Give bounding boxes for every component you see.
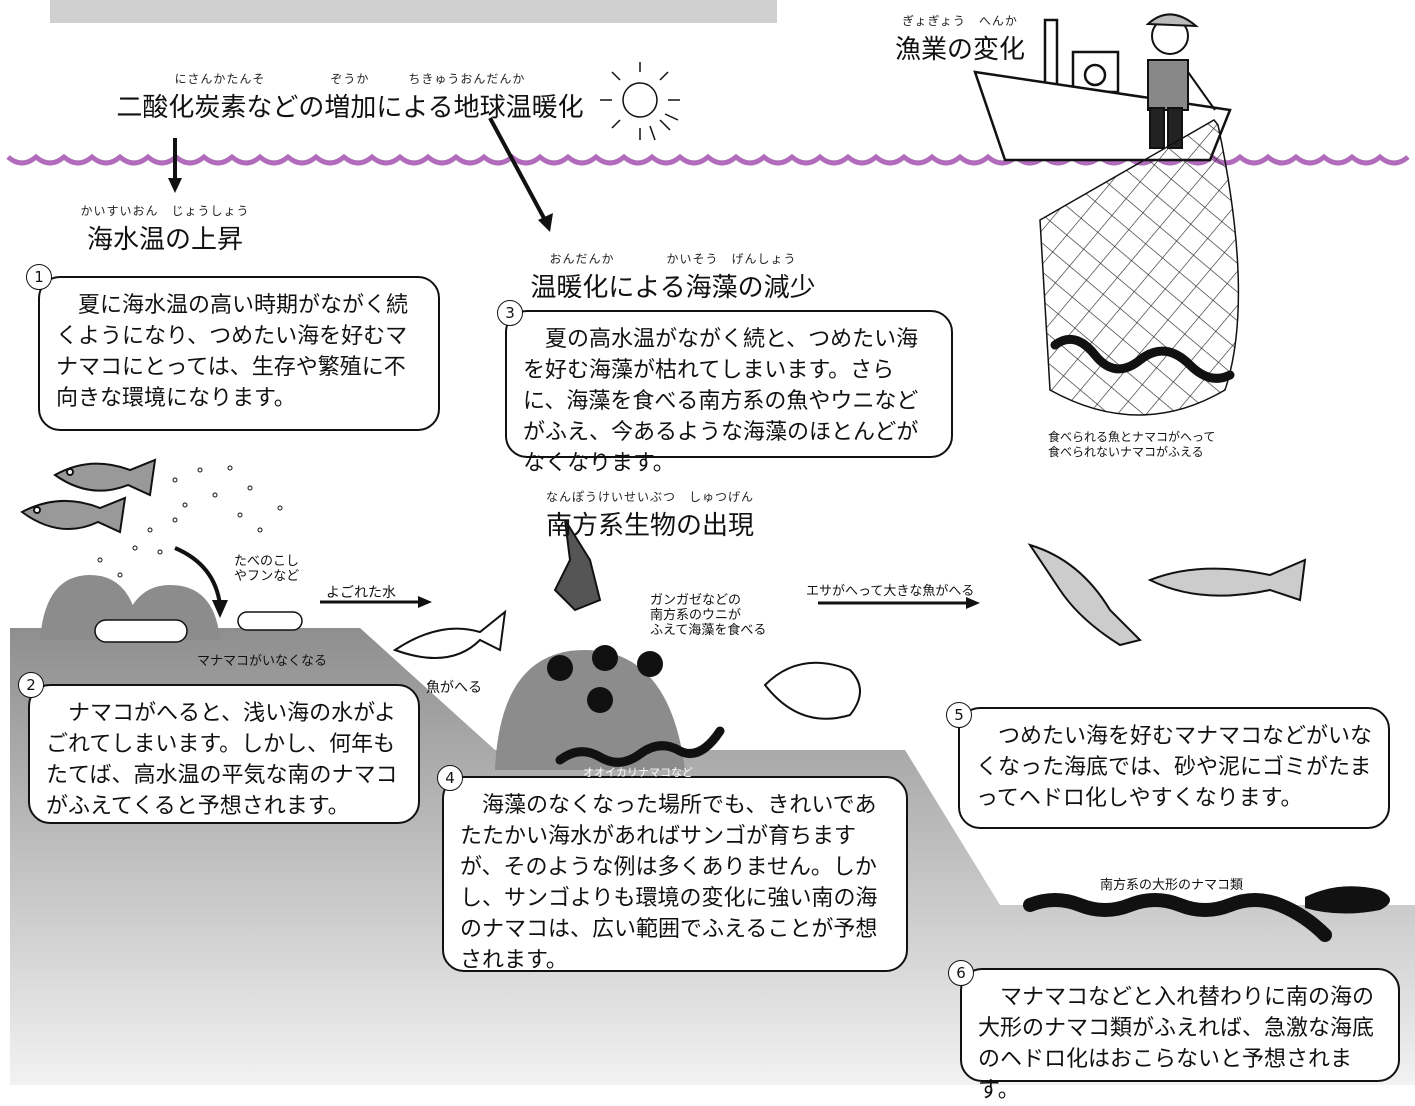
label-oikari: オオイカリナマコなど bbox=[583, 766, 693, 779]
manamako bbox=[94, 611, 303, 643]
arrow-leftovers bbox=[174, 546, 222, 606]
seaweed-title: 温暖化による海藻の減少 bbox=[530, 273, 816, 303]
label-leftovers: たべのこし やフンなど bbox=[234, 554, 300, 584]
moorish-idol bbox=[553, 519, 602, 612]
info-box-5: つめたい海を好むマナマコなどがいなくなった海底では、砂や泥にゴミがたまってヘドロ… bbox=[958, 707, 1390, 829]
main-heading: にさんかたんそ ぞうか ちきゅうおんだんか 二酸化炭素などの増加による地球温暖化 bbox=[115, 70, 585, 124]
particles bbox=[97, 465, 283, 578]
info-box-6: マナマコなどと入れ替わりに南の海の大形のナマコ類がふえれば、急激な海底のヘドロ化… bbox=[960, 968, 1400, 1103]
water-temp-ruby: かいすいおん じょうしょう bbox=[80, 204, 250, 218]
water-temp-title: 海水温の上昇 bbox=[86, 225, 243, 255]
fishery-heading-ruby: ぎょぎょう へんか bbox=[902, 14, 1018, 28]
fishing-boat bbox=[973, 18, 1232, 162]
label-fish-decrease: 魚がへる bbox=[426, 680, 482, 696]
rock-center bbox=[495, 650, 685, 770]
step-number-4: 4 bbox=[437, 765, 463, 791]
southern-heading: なんぽうけいせいぶつ しゅつげん 南方系生物の出現 bbox=[530, 488, 770, 542]
info-box-5-text: つめたい海を好むマナマコなどがいなくなった海底では、砂や泥にゴミがたまってヘドロ… bbox=[976, 724, 1373, 811]
large-namako-long bbox=[1023, 893, 1332, 942]
label-urchin: ガンガゼなどの 南方系のウニが ふえて海藻を食べる bbox=[650, 593, 767, 638]
namako-in-net bbox=[1050, 334, 1235, 383]
label-dirty-water: よごれた水 bbox=[326, 585, 396, 601]
info-box-2-text: ナマコがへると、浅い海の水がよごれてしまいます。しかし、何年もたてば、高水温の平… bbox=[46, 701, 398, 819]
label-net-caption: 食べられる魚とナマコがへって 食べられないナマコがふえる bbox=[1048, 430, 1216, 459]
seaweed-heading: おんだんか かいそう げんしょう 温暖化による海藻の減少 bbox=[528, 250, 818, 304]
fish-left bbox=[20, 458, 157, 534]
info-box-1-text: 夏に海水温の高い時期がながく続くようになり、つめたい海を好むマナマコにとっては、… bbox=[56, 293, 409, 411]
info-box-4: 海藻のなくなった場所でも、きれいであたたかい海水があればサンゴが育ちますが、その… bbox=[442, 776, 908, 973]
info-box-1: 夏に海水温の高い時期がながく続くようになり、つめたい海を好むマナマコにとっては、… bbox=[38, 276, 440, 431]
sea-urchins bbox=[547, 645, 663, 713]
info-box-6-text: マナマコなどと入れ替わりに南の海の大形のナマコ類がふえれば、急激な海底のヘドロ化… bbox=[978, 985, 1375, 1103]
label-large-namako: 南方系の大形のナマコ類 bbox=[1100, 878, 1244, 893]
fish-decrease bbox=[392, 609, 507, 659]
step-number-2: 2 bbox=[18, 672, 44, 698]
info-box-4-text: 海藻のなくなった場所でも、きれいであたたかい海水があればサンゴが育ちますが、その… bbox=[460, 793, 878, 973]
step-number-3: 3 bbox=[497, 300, 523, 326]
info-box-3-text: 夏の高水温がながく続と、つめたい海を好む海藻が枯れてしまいます。さらに、海藻を食… bbox=[523, 327, 919, 476]
info-box-3: 夏の高水温がながく続と、つめたい海を好む海藻が枯れてしまいます。さらに、海藻を食… bbox=[505, 310, 953, 476]
butterflyfish bbox=[763, 661, 861, 720]
step-number-5: 5 bbox=[946, 702, 972, 728]
large-namako-short bbox=[1305, 886, 1390, 914]
southern-ruby: なんぽうけいせいぶつ しゅつげん bbox=[545, 490, 754, 504]
big-fish-2 bbox=[1147, 558, 1307, 602]
fisherman bbox=[1145, 13, 1216, 149]
arrow-to-seaweed bbox=[488, 117, 547, 221]
fishery-heading-title: 漁業の変化 bbox=[894, 35, 1025, 65]
main-heading-title: 二酸化炭素などの増加による地球温暖化 bbox=[116, 93, 584, 123]
southern-title: 南方系生物の出現 bbox=[545, 511, 754, 541]
fishing-net bbox=[1039, 119, 1240, 416]
main-heading-ruby: にさんかたんそ ぞうか ちきゅうおんだんか bbox=[174, 72, 526, 86]
seaweed-ruby: おんだんか かいそう げんしょう bbox=[549, 252, 797, 266]
info-box-2: ナマコがへると、浅い海の水がよごれてしまいます。しかし、何年もたてば、高水温の平… bbox=[28, 684, 420, 824]
oikari-namako bbox=[555, 726, 725, 767]
step-number-6: 6 bbox=[948, 960, 974, 986]
label-manamako-gone: マナマコがいなくなる bbox=[197, 654, 328, 669]
sun-icon bbox=[600, 62, 680, 141]
step-number-1: 1 bbox=[26, 264, 52, 290]
label-food-decrease: エサがへって大きな魚がへる bbox=[806, 584, 975, 599]
top-bar bbox=[50, 0, 777, 23]
fishery-heading: ぎょぎょう へんか 漁業の変化 bbox=[890, 12, 1030, 66]
big-fish-1 bbox=[1027, 543, 1142, 647]
water-temp-heading: かいすいおん じょうしょう 海水温の上昇 bbox=[70, 202, 260, 256]
